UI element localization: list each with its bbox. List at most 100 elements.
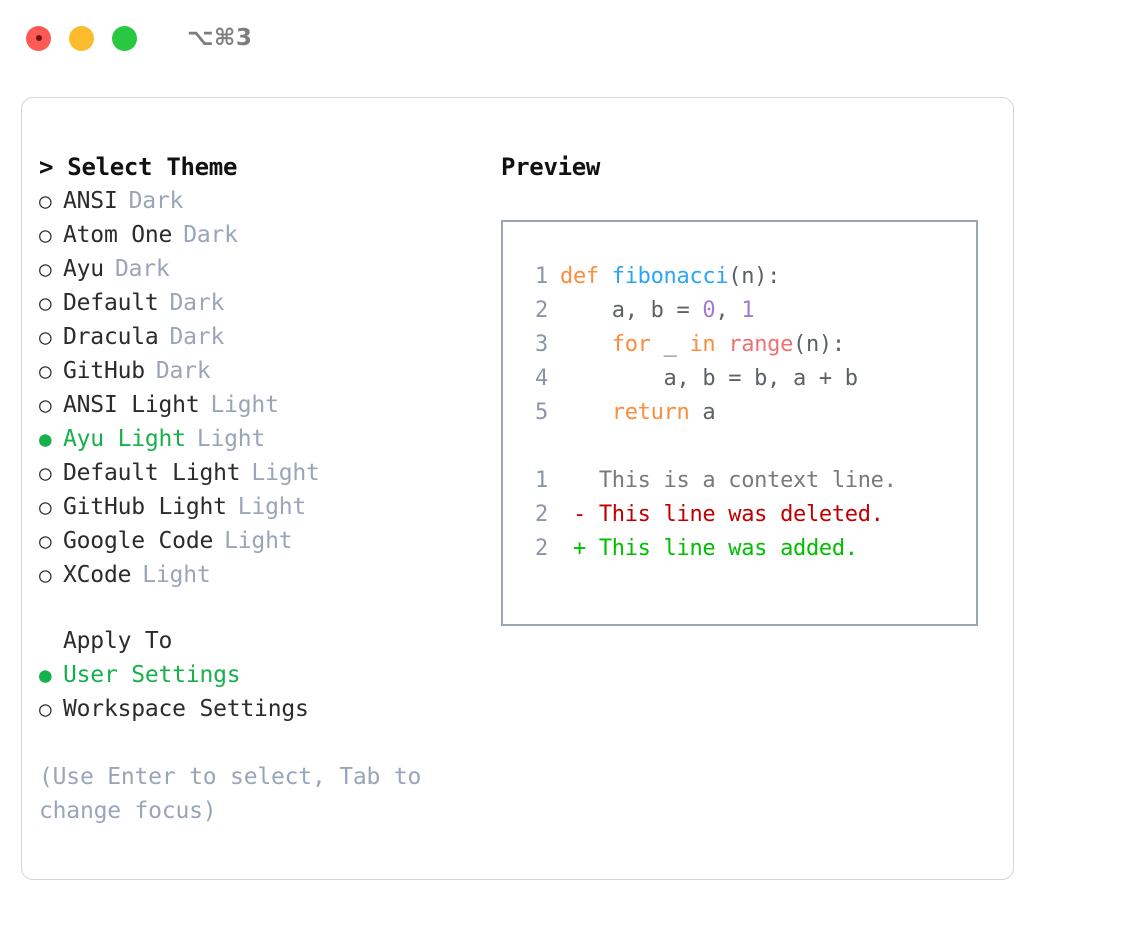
theme-option-label: ANSI Light — [63, 392, 200, 418]
radio-unselected-icon: ○ — [39, 529, 52, 553]
code-token-plain — [715, 332, 728, 357]
code-token-plain: (n): — [728, 264, 781, 289]
theme-option-ansi[interactable]: ○ ANSI Dark — [39, 184, 479, 218]
diff-line-number: 1 — [535, 468, 548, 493]
radio-unselected-icon: ○ — [39, 359, 52, 383]
code-line-content: def fibonacci(n): — [560, 260, 780, 294]
code-token-kw: def — [560, 264, 612, 289]
theme-option-github-light[interactable]: ○ GitHub Light Light — [39, 490, 479, 524]
diff-line-number: 2 — [535, 502, 548, 527]
diff-sample: 1 This is a context line. 2 - This line w… — [503, 464, 976, 566]
code-line-number: 3 — [535, 332, 548, 357]
code-token-call: range — [728, 332, 794, 357]
code-line-number: 2 — [535, 298, 548, 323]
code-token-plain: a, b = b, a + b — [560, 366, 859, 391]
close-button[interactable] — [26, 25, 51, 51]
theme-option-label: ANSI — [63, 188, 118, 214]
code-token-plain: a — [689, 400, 716, 425]
keyboard-shortcut-label: ⌥⌘3 — [187, 25, 253, 51]
theme-option-kind: Light — [196, 426, 266, 452]
code-line-content: a, b = b, a + b — [560, 362, 859, 396]
theme-option-kind: Dark — [169, 324, 225, 350]
apply-to-heading: Apply To — [63, 628, 173, 654]
code-line-content: a, b = 0, 1 — [560, 294, 755, 328]
radio-unselected-icon: ○ — [39, 495, 52, 519]
select-theme-heading: > Select Theme — [39, 153, 238, 181]
diff-line-text: This is a context line. — [560, 468, 897, 493]
diff-line-ctx: 1 This is a context line. — [520, 464, 976, 498]
code-line-content: for _ in range(n): — [560, 328, 845, 362]
apply-to-option-label: Workspace Settings — [63, 696, 309, 722]
theme-option-label: Default — [63, 290, 159, 316]
maximize-button[interactable] — [112, 25, 137, 51]
theme-option-kind: Light — [237, 494, 307, 520]
code-line-number: 5 — [535, 400, 548, 425]
theme-option-kind: Dark — [183, 222, 238, 248]
apply-to-group: Apply To ● User Settings ○ Workspace Settin… — [39, 624, 479, 726]
code-token-plain — [560, 332, 612, 357]
code-line: 4 a, b = b, a + b — [520, 362, 976, 396]
theme-option-kind: Light — [224, 528, 293, 554]
code-line-number: 1 — [535, 264, 548, 289]
code-line: 1 def fibonacci(n): — [520, 260, 976, 294]
code-token-kw: in — [689, 332, 716, 357]
theme-option-kind: Dark — [128, 188, 184, 214]
theme-option-google-code[interactable]: ○ Google Code Light — [39, 524, 479, 558]
theme-option-ansi-light[interactable]: ○ ANSI Light Light — [39, 388, 479, 422]
theme-option-label: Google Code — [63, 528, 214, 554]
code-token-kw: return — [611, 400, 690, 425]
theme-option-label: XCode — [63, 562, 132, 588]
code-token-num: 0 — [702, 298, 716, 323]
theme-option-label: Dracula — [63, 324, 159, 350]
apply-to-option-workspace-settings[interactable]: ○ Workspace Settings — [39, 692, 479, 726]
code-line: 3 for _ in range(n): — [520, 328, 976, 362]
theme-option-label: Atom One — [63, 222, 173, 248]
code-token-plain — [560, 400, 612, 425]
theme-option-label: GitHub Light — [63, 494, 227, 520]
code-token-plain: a, b = — [560, 298, 703, 323]
preview-spacer — [503, 430, 976, 464]
theme-option-github[interactable]: ○ GitHub Dark — [39, 354, 479, 388]
radio-unselected-icon: ○ — [39, 189, 52, 213]
radio-unselected-icon: ○ — [39, 257, 52, 281]
code-token-plain: , — [715, 298, 742, 323]
diff-line-text: - This line was deleted. — [560, 502, 884, 527]
window-controls — [26, 25, 137, 51]
keyboard-hint-text: (Use Enter to select, Tab to change focu… — [39, 764, 422, 824]
code-token-num: 1 — [741, 298, 755, 323]
radio-unselected-icon: ○ — [39, 697, 52, 721]
code-line: 5 return a — [520, 396, 976, 430]
radio-unselected-icon: ○ — [39, 563, 52, 587]
theme-option-kind: Light — [251, 460, 320, 486]
theme-option-kind: Light — [210, 392, 279, 418]
radio-selected-icon: ● — [39, 427, 52, 451]
theme-option-label: Default Light — [63, 460, 241, 486]
theme-option-kind: Dark — [155, 358, 211, 384]
theme-option-kind: Light — [142, 562, 211, 588]
preview-heading: Preview — [501, 153, 601, 181]
minimize-button[interactable] — [69, 25, 94, 51]
radio-unselected-icon: ○ — [39, 393, 52, 417]
apply-to-option-user-settings[interactable]: ● User Settings — [39, 658, 479, 692]
radio-selected-icon: ● — [39, 663, 52, 687]
apply-to-options: ● User Settings ○ Workspace Settings — [39, 658, 479, 726]
theme-option-kind: Dark — [169, 290, 225, 316]
title-bar: ⌥⌘3 — [0, 0, 1140, 76]
code-line-content: return a — [560, 396, 716, 430]
code-line-number: 4 — [535, 366, 548, 391]
theme-option-label: GitHub — [63, 358, 145, 384]
theme-option-xcode[interactable]: ○ XCode Light — [39, 558, 479, 592]
code-token-fn: fibonacci — [611, 264, 729, 289]
apply-to-option-label: User Settings — [63, 662, 241, 688]
